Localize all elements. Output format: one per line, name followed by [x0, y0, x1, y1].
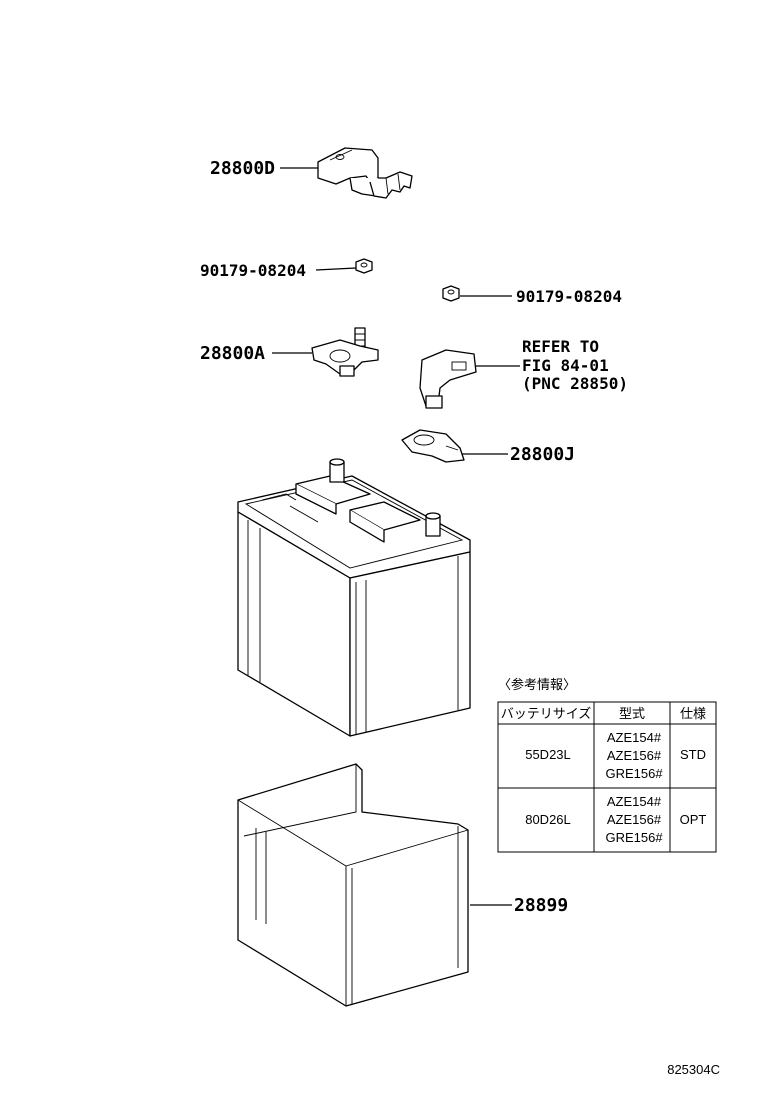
row2-model-1: AZE154# [607, 794, 662, 809]
callout-28800j: 28800J [510, 444, 575, 465]
row1-spec: STD [680, 747, 706, 762]
callout-28800d: 28800D [210, 158, 275, 179]
refer-line-2: FIG 84-01 [522, 356, 609, 375]
row2-model-3: GRE156# [605, 830, 663, 845]
row2-size: 80D26L [525, 812, 571, 827]
table-caption: 〈参考情報〉 [498, 677, 576, 693]
refer-line-1: REFER TO [522, 337, 599, 356]
clamp-28800j [401, 429, 465, 463]
row1-model-1: AZE154# [607, 730, 662, 745]
battery-tray [237, 763, 469, 1007]
header-model: 型式 [619, 707, 645, 722]
callout-nut-left: 90179-08204 [200, 261, 306, 280]
refer-line-3: (PNC 28850) [522, 374, 628, 393]
row2-model-2: AZE156# [607, 812, 662, 827]
row2-spec: OPT [680, 812, 707, 827]
row1-model-3: GRE156# [605, 766, 663, 781]
clamp-28800a [311, 327, 379, 377]
bracket-28800d [317, 147, 413, 199]
reference-table: 〈参考情報〉 バッテリサイズ 型式 仕様 55D23L AZE154# AZE1… [497, 677, 717, 853]
nut-left [355, 258, 373, 274]
figure-id: 825304C [667, 1062, 720, 1077]
callout-nut-right: 90179-08204 [516, 287, 622, 306]
battery [237, 458, 471, 737]
callout-28899: 28899 [514, 895, 568, 916]
nut-right [442, 285, 460, 302]
terminal-refer [419, 349, 477, 409]
row1-size: 55D23L [525, 747, 571, 762]
callout-28800a: 28800A [200, 343, 265, 364]
row1-model-2: AZE156# [607, 748, 662, 763]
header-spec: 仕様 [680, 707, 706, 722]
header-battery-size: バッテリサイズ [501, 706, 592, 722]
